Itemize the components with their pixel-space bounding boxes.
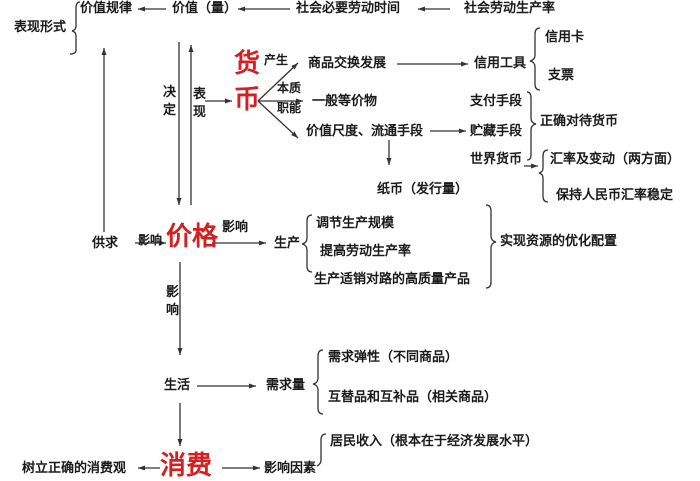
function-label: 职能 bbox=[277, 101, 302, 115]
origin-label: 产生 bbox=[264, 53, 289, 67]
exchange-rate-node: 汇率及变动（两方面） bbox=[550, 152, 681, 167]
consumption-title: 消费 bbox=[160, 451, 213, 481]
payment-means-node: 支付手段 bbox=[470, 94, 523, 109]
store-of-value-node: 贮藏手段 bbox=[470, 124, 523, 139]
price-title: 价格 bbox=[166, 222, 219, 252]
rmb-stable-node: 保持人民币汇率稳定 bbox=[556, 188, 674, 203]
substitutes-complements-node: 互替品和互补品（相关商品） bbox=[328, 390, 498, 405]
essence-label: 本质 bbox=[277, 81, 302, 95]
value-quantity-node: 价值（量） bbox=[172, 1, 238, 16]
quality-products-node: 生产适销对路的高质量产品 bbox=[314, 272, 471, 287]
influence-right-label: 影响 bbox=[222, 220, 249, 235]
demand-quantity-node: 需求量 bbox=[266, 378, 306, 393]
cheque-node: 支票 bbox=[548, 68, 575, 83]
value-measure-circulation-node: 价值尺度、流通手段 bbox=[306, 124, 424, 139]
demand-elasticity-node: 需求弹性（不同商品） bbox=[328, 350, 459, 365]
adjust-scale-node: 调节生产规模 bbox=[316, 216, 395, 231]
improve-productivity-node: 提高劳动生产率 bbox=[320, 244, 412, 259]
paper-money-node: 纸币（发行量） bbox=[377, 182, 469, 197]
connector-lines bbox=[69, 1, 549, 470]
optimize-allocation-node: 实现资源的优化配置 bbox=[500, 234, 618, 249]
general-equivalent-node: 一般等价物 bbox=[312, 94, 378, 109]
correct-view-node: 树立正确的消费观 bbox=[22, 461, 127, 476]
expression-form-label: 表现形式 bbox=[14, 20, 67, 35]
express-label: 表现 bbox=[193, 87, 207, 120]
production-node: 生产 bbox=[274, 236, 301, 251]
social-labor-productivity-node: 社会劳动生产率 bbox=[464, 1, 556, 16]
value-law-node: 价值规律 bbox=[80, 1, 133, 16]
correct-attitude-node: 正确对待货币 bbox=[540, 114, 619, 129]
decide-label: 决定 bbox=[163, 85, 177, 118]
influence-left-label: 影响 bbox=[138, 233, 163, 247]
money-title-char1: 货 bbox=[234, 49, 261, 79]
influence-down-label: 影响 bbox=[166, 285, 180, 318]
money-title-char2: 币 bbox=[234, 85, 261, 115]
socially-necessary-labor-time-node: 社会必要劳动时间 bbox=[296, 1, 401, 16]
credit-card-node: 信用卡 bbox=[545, 30, 585, 45]
factors-node: 影响因素 bbox=[264, 461, 317, 476]
credit-tools-node: 信用工具 bbox=[474, 56, 527, 71]
resident-income-node: 居民收入（根本在于经济发展水平） bbox=[330, 434, 539, 449]
supply-demand-node: 供求 bbox=[92, 236, 119, 251]
commodity-exchange-node: 商品交换发展 bbox=[308, 56, 387, 71]
world-currency-node: 世界货币 bbox=[470, 152, 523, 167]
life-node: 生活 bbox=[164, 378, 191, 393]
